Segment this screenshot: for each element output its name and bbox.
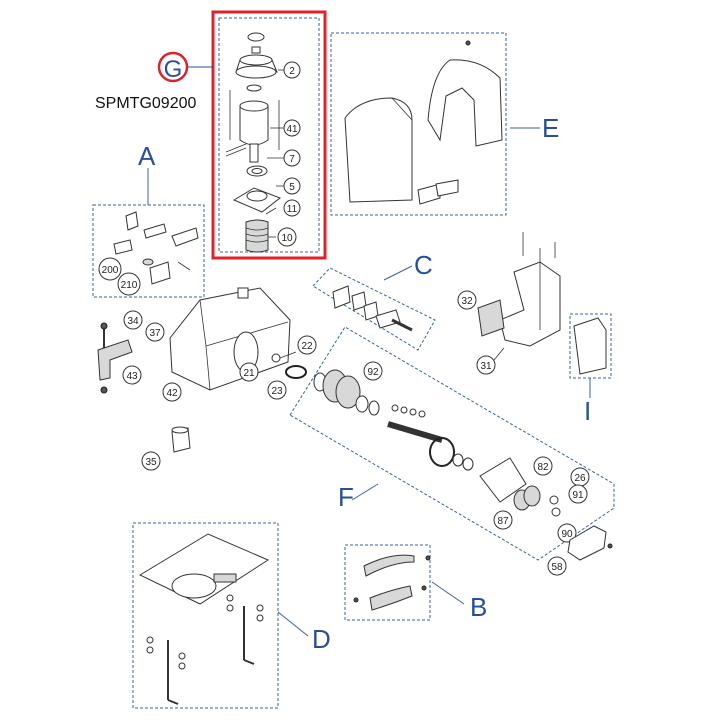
svg-text:87: 87 xyxy=(497,516,509,527)
callout-7: 7 xyxy=(267,149,301,167)
callout-26: 26 xyxy=(570,467,590,487)
callout-31: 31 xyxy=(476,347,505,375)
group-g[interactable]: G SPMTG09200 xyxy=(95,10,327,260)
group-a[interactable]: A 200 210 xyxy=(92,141,205,298)
svg-text:82: 82 xyxy=(537,462,549,473)
group-a-letter: A xyxy=(138,141,156,171)
kit-code-label: SPMTG09200 xyxy=(95,95,196,112)
svg-text:22: 22 xyxy=(301,341,313,352)
group-g-highlight-box xyxy=(211,10,327,260)
group-c[interactable]: C xyxy=(312,250,436,351)
svg-text:58: 58 xyxy=(551,562,563,573)
group-d-dashed-box xyxy=(132,522,279,709)
svg-text:41: 41 xyxy=(286,124,298,135)
svg-text:26: 26 xyxy=(574,473,586,484)
callout-41: 41 xyxy=(270,119,301,137)
group-a-dashed-box xyxy=(92,204,205,298)
group-c-letter: C xyxy=(414,250,433,280)
part-35 xyxy=(171,426,191,453)
svg-text:37: 37 xyxy=(149,328,161,339)
group-f-dashed-box xyxy=(289,326,615,561)
callout-32: 32 xyxy=(457,290,477,310)
svg-text:21: 21 xyxy=(243,368,255,379)
callout-82: 82 xyxy=(533,456,553,476)
svg-text:90: 90 xyxy=(561,529,573,540)
callout-43: 43 xyxy=(122,365,142,385)
callout-21: 21 xyxy=(239,362,259,382)
cover-clips-part xyxy=(417,179,459,205)
callout-90: 90 xyxy=(557,523,577,543)
svg-text:31: 31 xyxy=(480,361,492,372)
part-22-23 xyxy=(271,351,307,379)
group-e[interactable]: E xyxy=(330,32,559,216)
callout-210: 210 xyxy=(117,272,141,296)
group-f[interactable]: F 92 82 26 xyxy=(289,326,615,561)
svg-text:42: 42 xyxy=(166,388,178,399)
callout-5: 5 xyxy=(276,177,301,195)
callout-11: 11 xyxy=(265,199,301,217)
svg-text:210: 210 xyxy=(121,280,138,291)
group-g-dashed-box xyxy=(218,17,320,253)
bearing-part xyxy=(246,165,268,177)
top-cover-part xyxy=(427,59,503,147)
svg-text:43: 43 xyxy=(126,371,138,382)
group-e-letter: E xyxy=(542,113,559,143)
group-f-letter: F xyxy=(338,482,354,512)
callout-91: 91 xyxy=(568,484,588,504)
group-a-parts xyxy=(113,211,199,285)
group-b-parts xyxy=(353,554,431,611)
svg-text:2: 2 xyxy=(289,66,295,77)
callout-87: 87 xyxy=(493,510,513,530)
motor-body-part xyxy=(225,84,280,163)
group-g-letter: G xyxy=(164,56,183,83)
svg-text:92: 92 xyxy=(367,367,379,378)
base-plate-part xyxy=(138,533,270,605)
svg-text:91: 91 xyxy=(572,490,584,501)
part-58 xyxy=(567,525,613,561)
control-box-assembly: 32 31 xyxy=(457,232,561,375)
svg-text:5: 5 xyxy=(289,182,295,193)
gear-train-parts xyxy=(313,369,561,517)
svg-text:34: 34 xyxy=(127,316,139,327)
group-i[interactable]: I xyxy=(569,313,612,426)
group-e-dashed-box xyxy=(330,32,507,216)
spring-part xyxy=(245,219,269,253)
svg-text:32: 32 xyxy=(461,296,473,307)
callout-200: 200 xyxy=(98,257,122,281)
group-c-parts xyxy=(332,285,413,332)
callout-10: 10 xyxy=(268,227,297,247)
group-d-letter: D xyxy=(312,624,331,654)
svg-text:11: 11 xyxy=(287,204,298,215)
group-c-dashed-box xyxy=(312,267,436,351)
motor-cap-part xyxy=(235,32,278,79)
callout-34: 34 xyxy=(123,310,143,330)
svg-text:35: 35 xyxy=(145,457,157,468)
callout-35: 35 xyxy=(141,451,161,471)
control-board-part xyxy=(573,317,607,375)
callout-37: 37 xyxy=(145,322,165,342)
svg-text:200: 200 xyxy=(102,265,119,276)
group-b[interactable]: B xyxy=(344,544,487,622)
group-d[interactable]: D xyxy=(132,522,331,709)
group-b-letter: B xyxy=(470,592,487,622)
callout-2: 2 xyxy=(278,61,301,79)
svg-text:7: 7 xyxy=(289,154,295,165)
callout-23: 23 xyxy=(267,380,287,400)
flange-part xyxy=(232,187,282,213)
base-housing-assembly xyxy=(169,287,291,391)
svg-text:23: 23 xyxy=(271,386,283,397)
callout-58: 58 xyxy=(547,556,567,576)
callout-92: 92 xyxy=(363,361,383,381)
callout-42: 42 xyxy=(162,382,182,402)
cover-part xyxy=(344,97,413,203)
group-i-letter: I xyxy=(584,396,591,426)
group-b-dashed-box xyxy=(344,544,431,621)
anchor-bolts-part xyxy=(146,594,264,705)
callout-22: 22 xyxy=(297,335,317,355)
part-32 xyxy=(477,299,505,337)
part-34-37-43 xyxy=(97,322,133,394)
svg-text:10: 10 xyxy=(281,233,293,244)
